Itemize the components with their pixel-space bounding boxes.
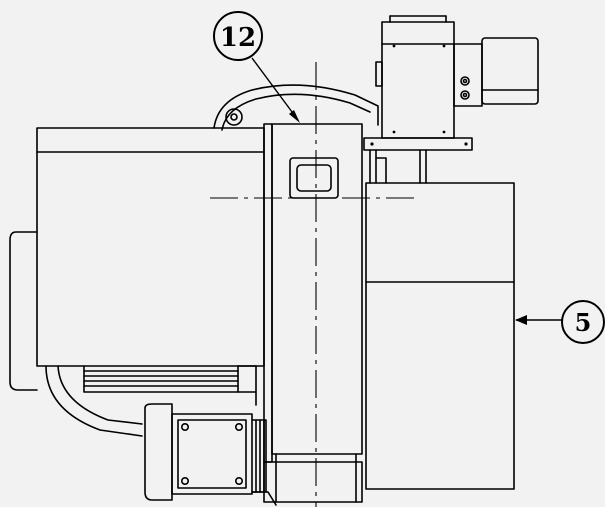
callout-12-label: 12 xyxy=(220,23,256,53)
mounting-plate xyxy=(363,137,473,184)
motor-end-cap xyxy=(9,231,38,391)
motor-cooling-fins xyxy=(83,365,257,406)
callout-12: 12 xyxy=(213,11,300,123)
power-cable xyxy=(45,365,143,437)
hinge-pivot xyxy=(225,108,243,126)
fastener-dots xyxy=(370,44,468,146)
callout-5-label: 5 xyxy=(575,308,592,337)
callout-5: 5 xyxy=(515,300,605,344)
central-flange xyxy=(263,123,363,503)
motor-casing xyxy=(36,127,265,367)
housing-top-curve xyxy=(213,84,379,131)
blast-tube-housing xyxy=(365,182,515,490)
control-unit xyxy=(375,15,539,139)
pump-motor xyxy=(144,403,277,506)
inspection-window xyxy=(289,157,339,199)
center-lines xyxy=(210,62,420,507)
